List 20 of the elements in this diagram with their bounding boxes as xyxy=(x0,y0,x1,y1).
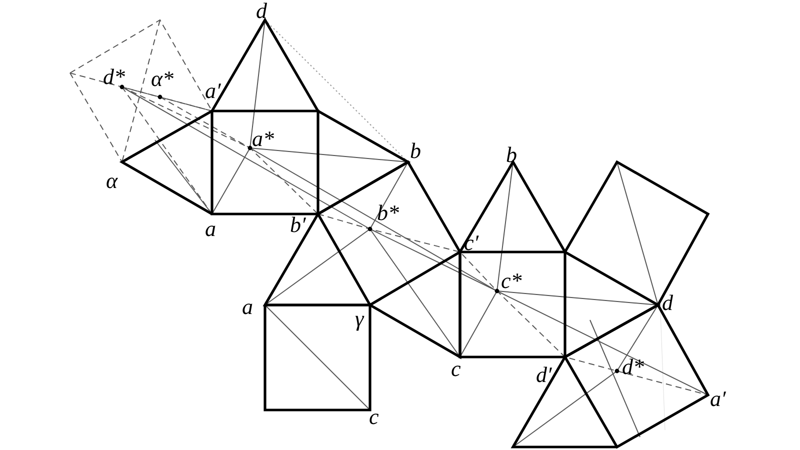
vertex-label: b′ xyxy=(290,214,306,236)
vertex-label: a′ xyxy=(710,388,726,410)
vertex-label: a xyxy=(242,296,253,318)
vertex-label: a* xyxy=(252,128,274,150)
vertex-label: α* xyxy=(151,68,174,90)
vertex-label: c xyxy=(369,406,379,428)
vertex-label: a′ xyxy=(205,80,221,102)
vertex-label: d xyxy=(662,292,673,314)
vertex-label: b xyxy=(506,144,517,166)
vertex-label: c xyxy=(451,358,461,380)
vertex-label: γ xyxy=(355,308,364,330)
vertex-label: α xyxy=(106,170,118,192)
vertex-label: c* xyxy=(501,270,522,292)
vertex-label: a xyxy=(205,218,216,240)
vertex-label: d* xyxy=(622,356,644,378)
vertex-label: d′ xyxy=(536,364,552,386)
vertex-label: d xyxy=(256,0,267,22)
vertex-label: b xyxy=(410,140,421,162)
vertex-label: b* xyxy=(377,202,399,224)
vertex-label: d* xyxy=(103,66,125,88)
